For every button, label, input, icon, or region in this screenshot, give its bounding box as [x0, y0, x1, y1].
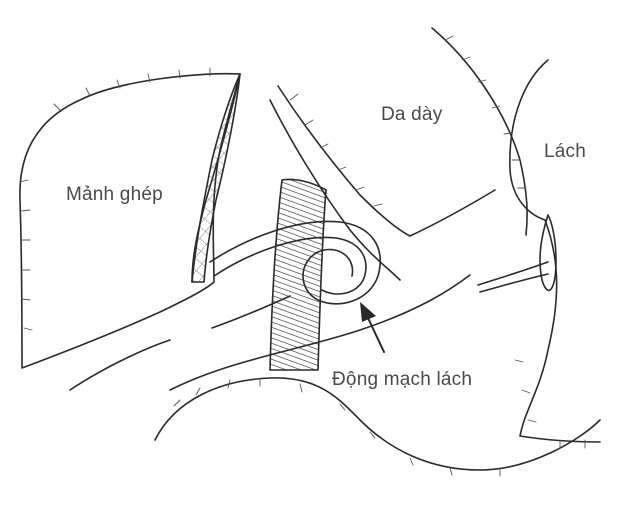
graft-mesh [192, 74, 240, 282]
arrow-head [360, 302, 376, 322]
stomach-label: Da dày [381, 104, 442, 126]
splenic-artery-label: Động mạch lách [332, 369, 472, 391]
hilum-vessel [478, 262, 548, 292]
spleen-outline [510, 60, 600, 442]
graft-label: Mảnh ghép [66, 184, 163, 206]
portal-vessel [270, 179, 326, 370]
left-lower-contour [70, 340, 170, 390]
spleen-label: Lách [544, 141, 586, 163]
